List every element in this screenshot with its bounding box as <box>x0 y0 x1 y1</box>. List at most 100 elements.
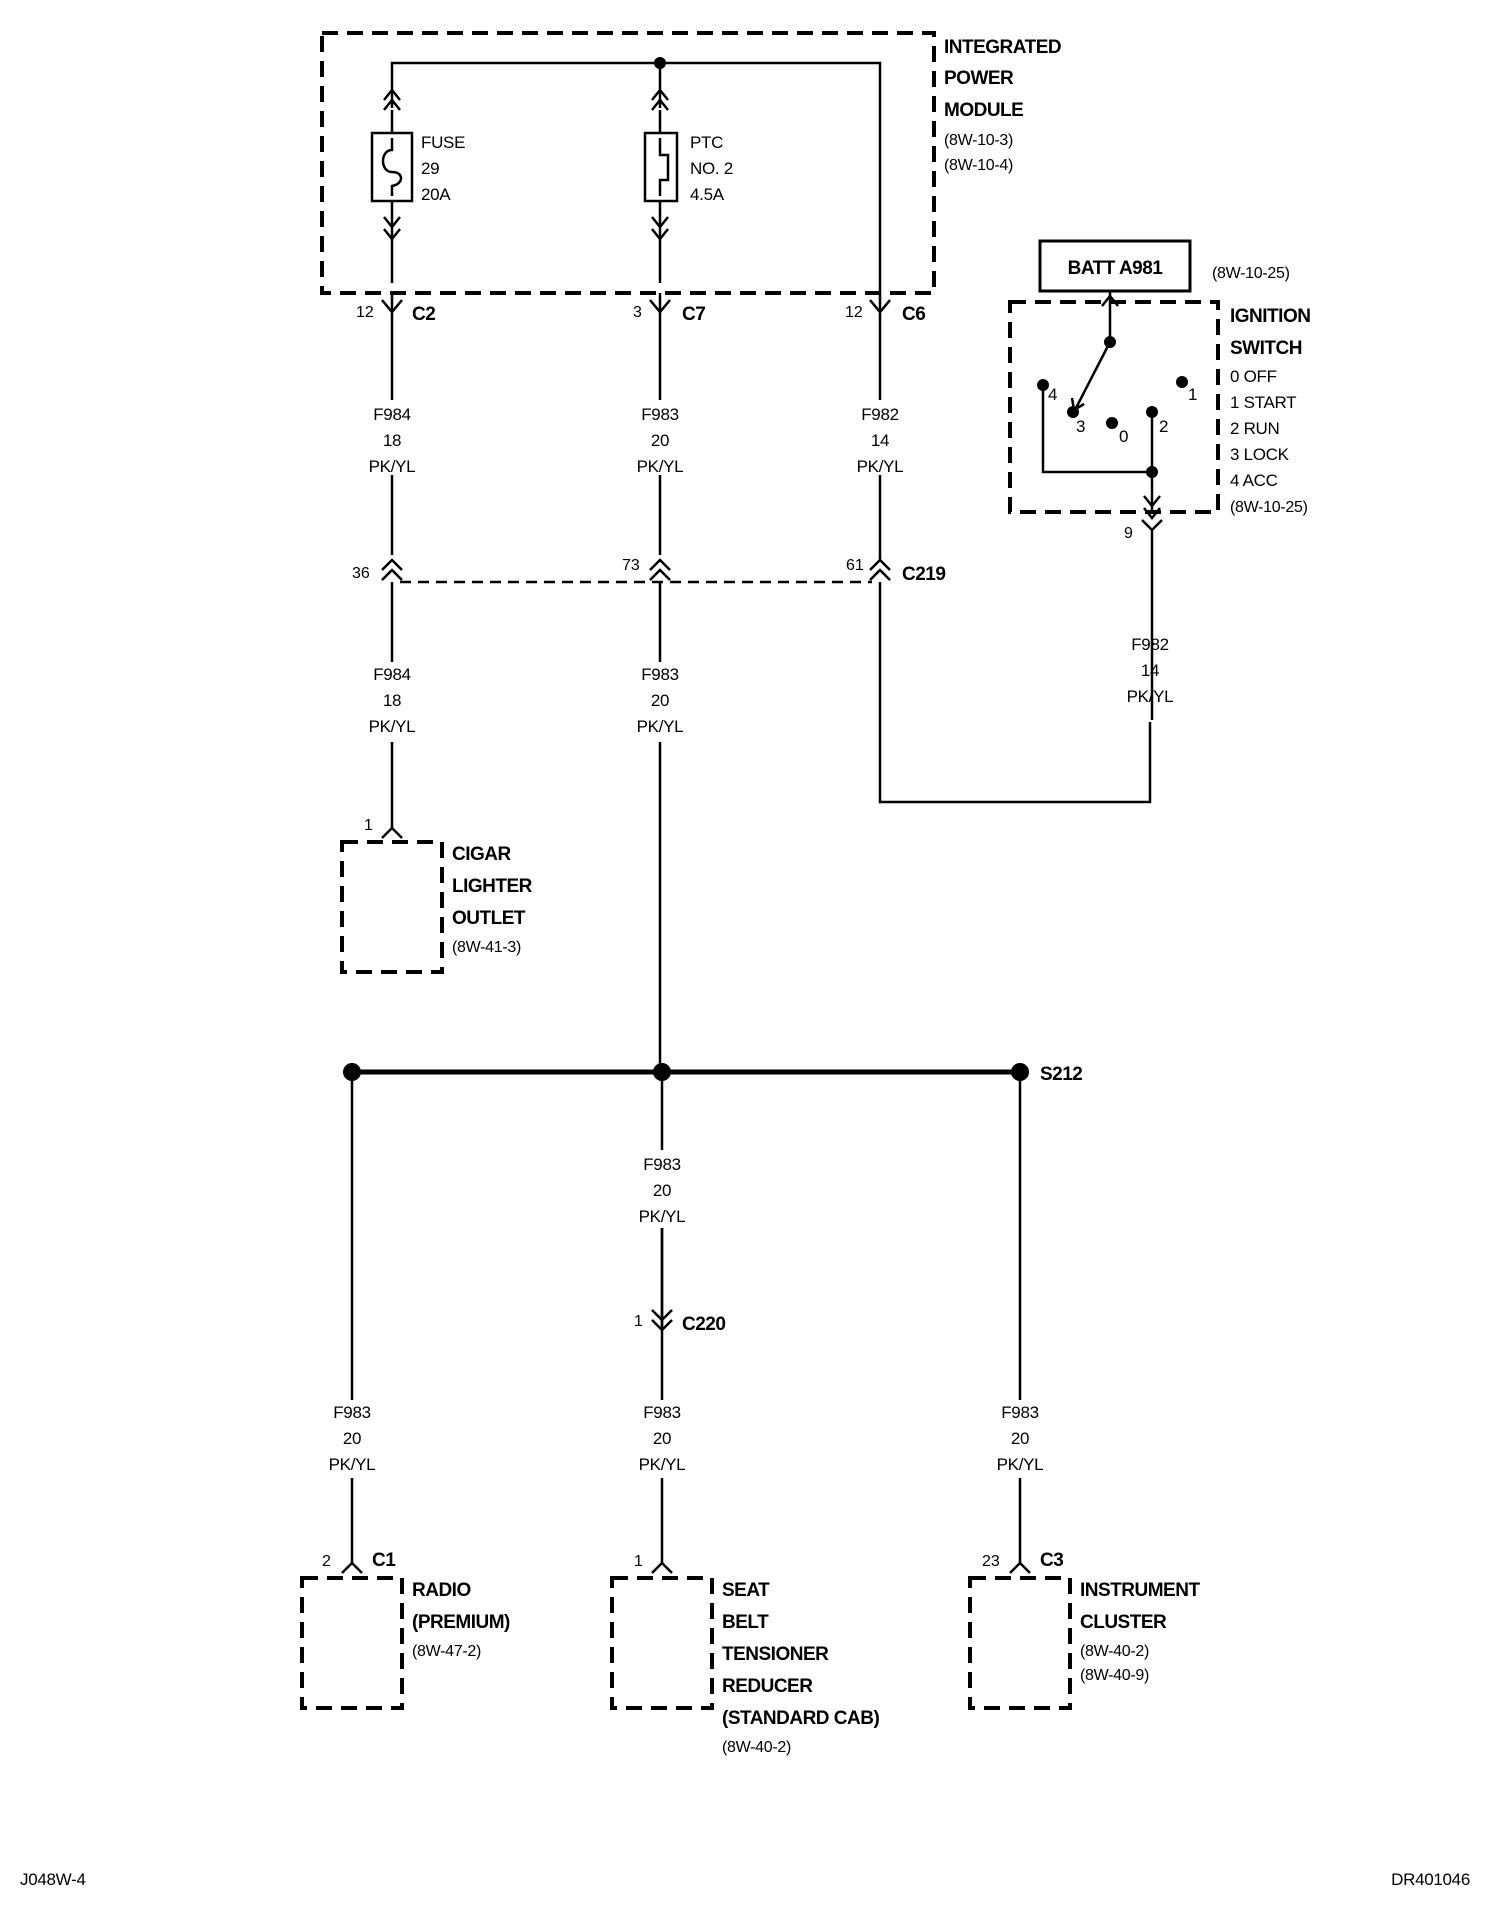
ign-pos-0: 0 OFF <box>1230 367 1277 386</box>
radio-ref: (8W-47-2) <box>412 1643 481 1660</box>
seat-title-line-1: SEAT <box>722 1580 770 1601</box>
instrument-cluster: 23 C3 INSTRUMENT CLUSTER (8W-40-2) (8W-4… <box>968 1550 1201 1710</box>
splice-s212: S212 <box>343 1063 1083 1085</box>
wire-label-f983-mid: F983 20 PK/YL <box>637 665 684 736</box>
wire-label-f983-radio: F983 20 PK/YL <box>329 1403 376 1474</box>
wire-f982-upper-gauge: 14 <box>871 431 889 450</box>
c2-label: C2 <box>412 304 435 325</box>
ptc-no-2 <box>643 87 679 283</box>
wire-f984-upper-color: PK/YL <box>369 457 416 476</box>
radio-connector: C1 <box>372 1550 396 1571</box>
wire-f984-upper-circuit: F984 <box>373 405 411 424</box>
wire-label-f983-cluster: F983 20 PK/YL <box>997 1403 1044 1474</box>
wire-label-f983-splice: F983 20 PK/YL <box>639 1155 686 1226</box>
ptc-label-line-1: PTC <box>690 133 723 152</box>
wire-f982-ign-gauge: 14 <box>1141 661 1159 680</box>
connector-c220: 1 C220 <box>634 1228 726 1335</box>
radio-title-line-2: (PREMIUM) <box>412 1612 510 1633</box>
ign-contact-4: 4 <box>1048 385 1057 404</box>
ign-title-line-2: SWITCH <box>1230 338 1302 359</box>
ign-pos-2: 2 RUN <box>1230 419 1280 438</box>
cluster-title-line-1: INSTRUMENT <box>1080 1580 1200 1601</box>
wire-f983-seat-circuit: F983 <box>643 1403 681 1422</box>
wire-f982-upper-color: PK/YL <box>857 457 904 476</box>
wire-f983-splice-circuit: F983 <box>643 1155 681 1174</box>
c220-pin: 1 <box>634 1313 643 1330</box>
c6-label: C6 <box>902 304 925 325</box>
wire-f983-splice-gauge: 20 <box>653 1181 671 1200</box>
wire-label-f984-lower: F984 18 PK/YL <box>369 665 416 736</box>
c219-pin-61: 61 <box>846 557 864 574</box>
fuse-label-line-1: FUSE <box>421 133 465 152</box>
ignition-boundary <box>1008 300 1220 514</box>
connector-c7: 3 C7 <box>633 299 706 325</box>
wire-f983-upper-gauge: 20 <box>651 431 669 450</box>
integrated-power-module: FUSE 29 20A PTC NO. 2 4.5A INTEGRATED PO… <box>320 31 1062 295</box>
ign-pos-1: 1 START <box>1230 393 1296 412</box>
wire-label-f982-upper: F982 14 PK/YL <box>857 405 904 476</box>
cluster-pin: 23 <box>982 1553 1000 1570</box>
ipm-title-line-3: MODULE <box>944 100 1023 121</box>
cigar-lighter-outlet: 1 CIGAR LIGHTER OUTLET (8W-41-3) <box>340 817 533 974</box>
wire-f984-lower-gauge: 18 <box>383 691 401 710</box>
wire-label-f983-seat: F983 20 PK/YL <box>639 1403 686 1474</box>
seat-pin: 1 <box>634 1553 643 1570</box>
cigar-title-line-2: LIGHTER <box>452 876 533 897</box>
batt-a981: BATT A981 (8W-10-25) <box>1038 239 1290 293</box>
wire-f983-mid-color: PK/YL <box>637 717 684 736</box>
radio-title-line-1: RADIO <box>412 1580 471 1601</box>
ign-title-line-1: IGNITION <box>1230 306 1310 327</box>
wire-f982-upper-circuit: F982 <box>861 405 899 424</box>
ipm-boundary <box>320 31 936 295</box>
c220-label: C220 <box>682 1314 725 1335</box>
ipm-title-line-1: INTEGRATED <box>944 37 1061 58</box>
seat-title-line-5: (STANDARD CAB) <box>722 1708 879 1729</box>
connector-c219: 36 73 61 C219 <box>352 557 946 585</box>
footer-left: J048W-4 <box>20 1870 86 1889</box>
ign-pin-9: 9 <box>1124 525 1133 542</box>
fuse-label-line-3: 20A <box>421 185 451 204</box>
wire-label-f983-upper: F983 20 PK/YL <box>637 405 684 476</box>
ipm-ref-1: (8W-10-3) <box>944 132 1013 149</box>
wire-f983-mid-circuit: F983 <box>641 665 679 684</box>
batt-ref: (8W-10-25) <box>1212 265 1290 282</box>
cluster-ref-1: (8W-40-2) <box>1080 1643 1149 1660</box>
wire-f983-cluster-circuit: F983 <box>1001 1403 1039 1422</box>
seat-boundary <box>610 1576 714 1710</box>
radio-premium: 2 C1 RADIO (PREMIUM) (8W-47-2) <box>300 1550 511 1710</box>
cluster-ref-2: (8W-40-9) <box>1080 1667 1149 1684</box>
wire-f983-radio-circuit: F983 <box>333 1403 371 1422</box>
wire-f983-radio-color: PK/YL <box>329 1455 376 1474</box>
c219-label: C219 <box>902 564 945 585</box>
c219-pin-73: 73 <box>622 557 640 574</box>
ign-contact-3: 3 <box>1076 417 1085 436</box>
ptc-label-line-2: NO. 2 <box>690 159 733 178</box>
fuse-29 <box>370 87 414 283</box>
wire-f983-seat-gauge: 20 <box>653 1429 671 1448</box>
seat-belt-tensioner-reducer: 1 SEAT BELT TENSIONER REDUCER (STANDARD … <box>610 1553 880 1756</box>
ipm-ref-2: (8W-10-4) <box>944 157 1013 174</box>
wire-label-f982-ign: F982 14 PK/YL <box>1127 635 1174 706</box>
seat-title-line-4: REDUCER <box>722 1676 813 1697</box>
wire-f983-seat-color: PK/YL <box>639 1455 686 1474</box>
wire-f982-ign-circuit: F982 <box>1131 635 1169 654</box>
ign-contact-0: 0 <box>1119 427 1128 446</box>
cigar-ref: (8W-41-3) <box>452 939 521 956</box>
wire-f983-cluster-color: PK/YL <box>997 1455 1044 1474</box>
connector-c6: 12 C6 <box>845 299 926 325</box>
seat-ref: (8W-40-2) <box>722 1739 791 1756</box>
c6-pin: 12 <box>845 304 863 321</box>
wire-f983-upper-circuit: F983 <box>641 405 679 424</box>
fuse-label-line-2: 29 <box>421 159 439 178</box>
ipm-title-line-2: POWER <box>944 68 1014 89</box>
c219-pin-36: 36 <box>352 565 370 582</box>
wire-f982-to-ignition <box>878 582 1152 804</box>
ptc-label-line-3: 4.5A <box>690 185 725 204</box>
cigar-pin: 1 <box>364 817 373 834</box>
wire-f983-cluster-gauge: 20 <box>1011 1429 1029 1448</box>
ipm-bus <box>390 61 882 293</box>
wire-f984-lower-circuit: F984 <box>373 665 411 684</box>
cluster-boundary <box>968 1576 1072 1710</box>
wire-f984-upper-gauge: 18 <box>383 431 401 450</box>
